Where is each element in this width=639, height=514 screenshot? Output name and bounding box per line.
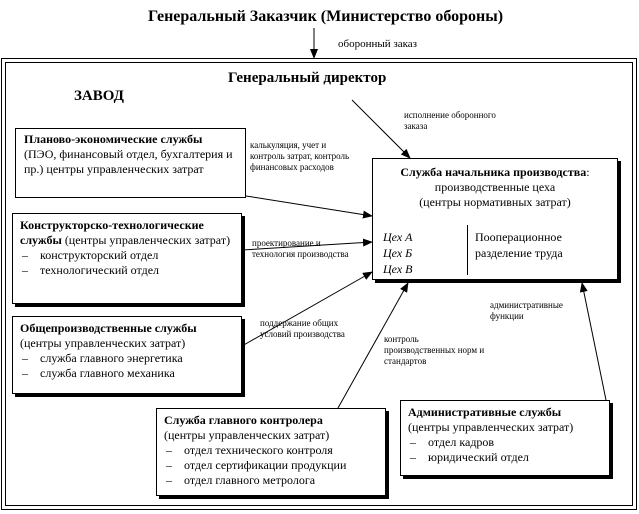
- planning-text: (ПЭО, финансовый отдел, бухгалтерия и пр…: [24, 147, 233, 176]
- production-divider: [467, 225, 468, 275]
- control-item: отдел технического контроля: [164, 443, 378, 458]
- admin-title: Административные службы: [408, 405, 562, 419]
- production-line3: (центры нормативных затрат): [419, 195, 571, 209]
- control-label: контроль производственных норм и стандар…: [384, 334, 485, 366]
- production-colon: :: [586, 165, 590, 179]
- shop-item: Цех Б: [383, 246, 413, 260]
- design-list: конструкторский отдел технологический от…: [20, 248, 234, 278]
- general-list: служба главного энергетика служба главно…: [20, 351, 234, 381]
- plant-name: ЗАВОД: [74, 88, 124, 104]
- shops-list: Цех А Цех Б Цех В: [383, 229, 413, 277]
- general-services-box: Общепроизводственные службы (центры упра…: [12, 316, 242, 394]
- defense-order-label: оборонный заказ: [338, 38, 418, 50]
- admin-services-box: Административные службы (центры управлен…: [400, 400, 610, 476]
- general-item: служба главного механика: [20, 366, 234, 381]
- director-label: исполнение оборонного заказа: [404, 110, 496, 131]
- customer-title: Генеральный Заказчик (Министерство оборо…: [148, 8, 504, 25]
- design-item: технологический отдел: [20, 263, 234, 278]
- general-text: (центры управленческих затрат): [20, 336, 186, 350]
- general-label: поддержание общих условий производства: [260, 318, 345, 339]
- general-item: служба главного энергетика: [20, 351, 234, 366]
- arrow-director-to-production: [351, 99, 411, 159]
- production-title: Служба начальника производства: [400, 165, 587, 179]
- production-line2: производственные цеха: [434, 180, 556, 194]
- planning-title: Планово-экономические службы: [24, 132, 203, 146]
- design-item: конструкторский отдел: [20, 248, 234, 263]
- admin-list: отдел кадров юридический отдел: [408, 435, 602, 465]
- arrow-planning-to-production: [245, 195, 373, 219]
- production-service-box: Служба начальника производства: производ…: [372, 158, 618, 280]
- arrow-control-to-production: [337, 282, 409, 409]
- admin-item: отдел кадров: [408, 435, 602, 450]
- planning-services-box: Планово-экономические службы (ПЭО, финан…: [15, 128, 246, 198]
- admin-item: юридический отдел: [408, 450, 602, 465]
- control-service-box: Служба главного контролера (центры управ…: [156, 408, 386, 496]
- planning-label: калькуляция, учет и контроль затрат, кон…: [250, 140, 350, 172]
- admin-label: административные функции: [490, 300, 563, 321]
- control-item: отдел главного метролога: [164, 473, 378, 488]
- control-text: (центры управленческих затрат): [164, 428, 330, 442]
- control-list: отдел технического контроля отдел сертиф…: [164, 443, 378, 488]
- general-title: Общепроизводственные службы: [20, 321, 197, 335]
- design-services-box: Конструкторско-технологические службы (ц…: [12, 213, 242, 304]
- production-desc: Пооперационное разделение труда: [475, 230, 563, 260]
- control-item: отдел сертификации продукции: [164, 458, 378, 473]
- design-label: проектирование и технология производства: [252, 238, 349, 259]
- arrow-design-to-production: [241, 238, 373, 251]
- arrow-general-to-production: [241, 271, 373, 347]
- design-title: Конструкторско-технологические службы: [20, 218, 204, 247]
- shop-item: Цех А: [383, 230, 413, 244]
- shop-item: Цех В: [383, 262, 413, 276]
- control-title: Служба главного контролера: [164, 413, 323, 427]
- arrow-admin-to-production: [579, 282, 607, 401]
- design-text: (центры управленческих затрат): [61, 233, 231, 247]
- director-title: Генеральный директор: [228, 70, 387, 86]
- admin-text: (центры управленческих затрат): [408, 420, 574, 434]
